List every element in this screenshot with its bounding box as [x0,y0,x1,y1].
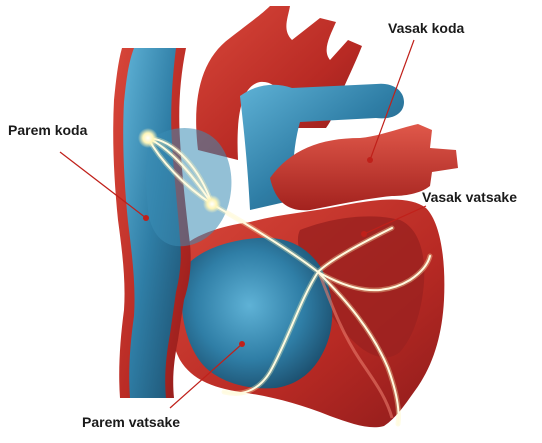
sa-node [138,128,158,148]
av-node [203,195,221,213]
label-right-atrium: Parem koda [8,122,87,138]
right-ventricle [182,238,333,389]
label-left-ventricle: Vasak vatsake [422,189,517,205]
label-right-ventricle: Parem vatsake [82,414,180,430]
label-left-atrium: Vasak koda [388,20,464,36]
